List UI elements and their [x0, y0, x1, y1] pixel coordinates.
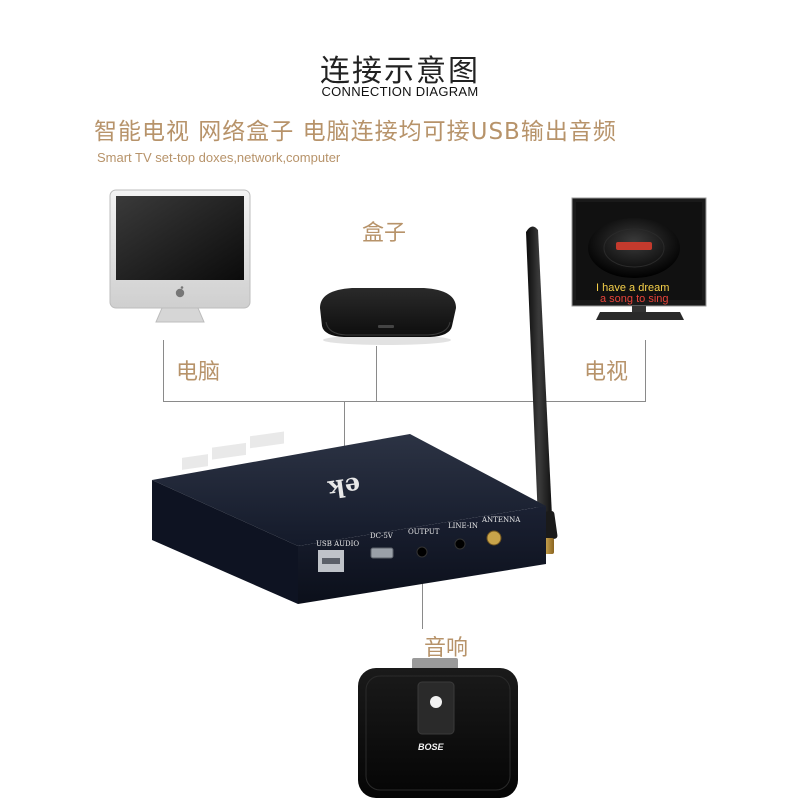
connector-right-vertical [645, 340, 646, 402]
computer-illustration [109, 189, 251, 323]
speaker-brand: BOSE [418, 742, 445, 752]
port-label-usb: USB AUDIO [316, 540, 359, 548]
label-computer: 电脑 [176, 360, 221, 385]
antenna-connector [486, 530, 502, 546]
linein-jack [454, 538, 466, 550]
subtitle-cn: 智能电视 网络盒子 电脑连接均可接USB输出音频 [94, 119, 617, 145]
set-top-box-illustration [320, 288, 456, 345]
connector-output-vertical [422, 552, 423, 629]
subtitle-en: Smart TV set-top doxes,network,computer [97, 150, 341, 165]
label-speaker: 音响 [424, 636, 469, 661]
diagram-title-en: CONNECTION DIAGRAM [321, 84, 479, 99]
top-label-stickers [182, 431, 284, 470]
label-tv: 电视 [584, 360, 629, 385]
connector-box-vertical [376, 346, 377, 402]
output-jack [416, 546, 428, 558]
connector-left-vertical [163, 340, 164, 402]
usb-audio-port [318, 550, 344, 572]
diagram-title-cn: 连接示意图 [320, 54, 480, 89]
tv-lyric-line1: I have a dream [596, 282, 669, 294]
port-label-output: OUTPUT [408, 528, 440, 536]
dc-port [370, 547, 394, 559]
port-label-dc: DC-5V [370, 532, 394, 540]
audio-receiver-device: ek USB AUDIO DC-5V OUTPUT LINE-IN ANTENN… [152, 431, 546, 604]
port-label-antenna: ANTENNA [481, 516, 521, 524]
speaker-illustration: BOSE [358, 658, 518, 798]
apple-logo-icon [175, 286, 185, 298]
tv-illustration: I have a dream a song to sing [571, 197, 707, 320]
label-box: 盒子 [362, 221, 407, 246]
connector-horizontal [163, 401, 646, 402]
tv-lyric-line2: a song to sing [600, 293, 669, 305]
port-label-linein: LINE-IN [448, 522, 478, 530]
device-logo: ek [325, 471, 362, 504]
